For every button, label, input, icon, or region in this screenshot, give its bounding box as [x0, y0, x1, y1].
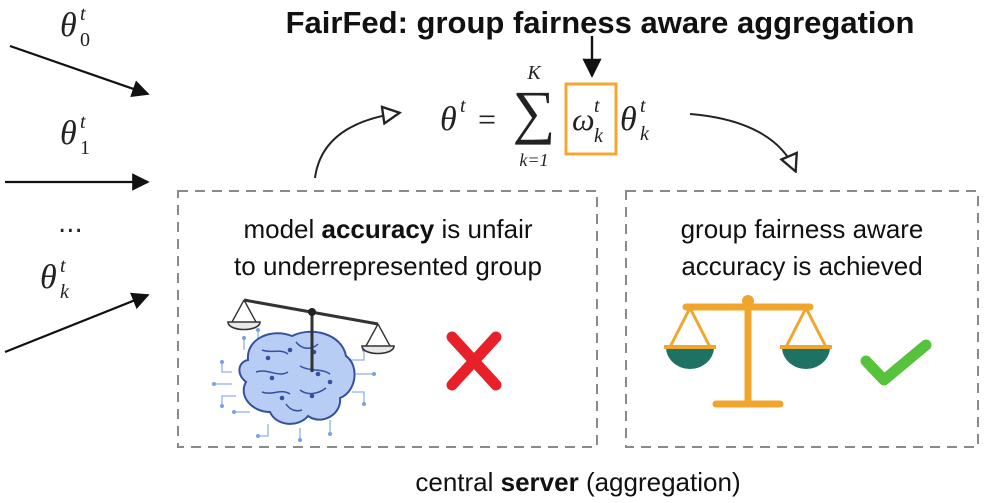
balanced-scale-icon [664, 295, 832, 408]
svg-text:θ: θ [60, 115, 77, 152]
svg-text:0: 0 [80, 29, 90, 51]
curved-arrow-left [314, 113, 398, 179]
input-theta-1: θ t 1 [60, 111, 90, 159]
svg-text:t: t [594, 95, 600, 117]
svg-text:t: t [60, 255, 66, 277]
svg-text:K: K [526, 62, 542, 84]
svg-text:θ: θ [60, 7, 77, 44]
input-arrow-0 [9, 44, 150, 98]
svg-text:t: t [640, 95, 646, 117]
input-theta-0: θ t 0 [60, 3, 90, 51]
unfair-caption-line2: to underrepresented group [234, 251, 542, 281]
svg-text:t: t [80, 3, 86, 25]
cross-icon [446, 331, 502, 391]
svg-text:k: k [60, 281, 70, 303]
brain-scale-icon [212, 298, 395, 442]
fair-caption-line2: accuracy is achieved [681, 251, 922, 281]
input-arrow-k [4, 292, 150, 354]
diagram-title: FairFed: group fairness aware aggregatio… [286, 5, 915, 40]
svg-text:θ: θ [40, 259, 57, 296]
svg-text:k=1: k=1 [519, 150, 548, 170]
svg-text:θ: θ [440, 101, 457, 138]
unfair-model-box [177, 190, 598, 448]
svg-text:t: t [460, 95, 466, 117]
unfair-caption-line1: model accuracy is unfair [243, 214, 532, 244]
svg-text:θ: θ [620, 101, 637, 138]
svg-text:t: t [80, 111, 86, 133]
svg-text:k: k [640, 123, 650, 145]
sum-symbol: ∑ [513, 79, 556, 145]
svg-text:ω: ω [572, 101, 595, 137]
svg-text:k: k [594, 125, 604, 147]
input-ellipsis: ... [58, 209, 83, 239]
input-theta-k: θ t k [40, 255, 70, 303]
curved-arrow-right [689, 113, 795, 170]
svg-text:=: = [478, 101, 496, 137]
weight-highlight-box [564, 82, 618, 156]
fair-model-box [625, 190, 979, 448]
fair-caption-line1: group fairness aware [681, 214, 924, 244]
aggregation-formula: θ t = K ∑ k=1 ω t k θ t k [440, 62, 650, 170]
server-caption: central server (aggregation) [415, 467, 740, 497]
svg-text:1: 1 [80, 137, 90, 159]
checkmark-icon [860, 339, 932, 386]
